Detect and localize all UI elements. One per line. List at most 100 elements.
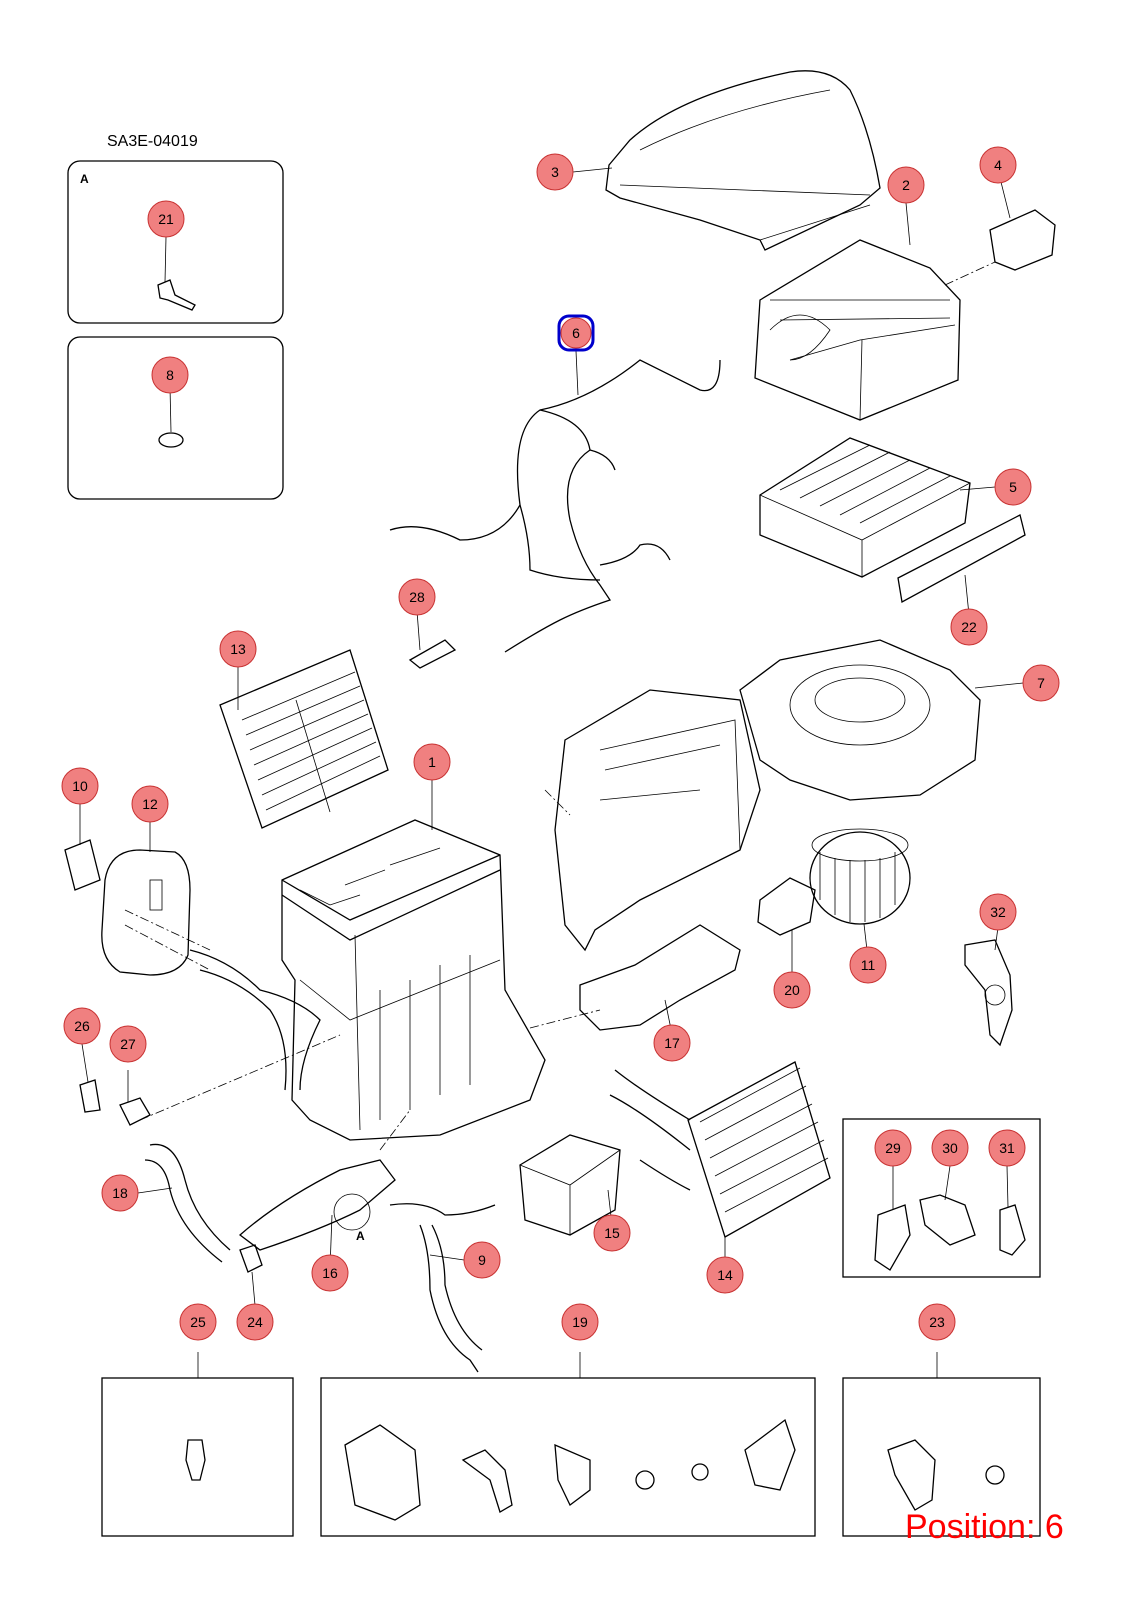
callout-label: 7 — [1037, 675, 1045, 691]
callout-label: 16 — [322, 1265, 338, 1281]
callout-24[interactable]: 24 — [236, 1303, 274, 1341]
callout-label: 29 — [885, 1140, 901, 1156]
callout-18[interactable]: 18 — [101, 1174, 139, 1212]
callout-12[interactable]: 12 — [131, 785, 169, 823]
callout-4[interactable]: 4 — [979, 146, 1017, 184]
callout-bubble — [536, 153, 574, 191]
callout-label: 19 — [572, 1314, 588, 1330]
gear-part — [635, 1470, 655, 1490]
callout-3[interactable]: 3 — [536, 153, 574, 191]
callout-label: 14 — [717, 1267, 733, 1283]
callout-label: 11 — [861, 957, 876, 973]
callout-19[interactable]: 19 — [561, 1303, 599, 1341]
callout-6[interactable]: 6 — [557, 314, 595, 352]
cam-part — [691, 1463, 709, 1481]
callout-label: 5 — [1009, 479, 1017, 495]
callout-label: 30 — [942, 1140, 958, 1156]
callout-14[interactable]: 14 — [706, 1256, 744, 1294]
callout-bubble — [179, 1303, 217, 1341]
mode-door-plate-part — [344, 1424, 421, 1521]
duct-part — [238, 1159, 396, 1251]
callout-label: 17 — [664, 1035, 680, 1051]
callout-31[interactable]: 31 — [988, 1129, 1026, 1167]
callout-label: 4 — [994, 157, 1002, 173]
callout-label: 23 — [929, 1314, 945, 1330]
callout-29[interactable]: 29 — [874, 1129, 912, 1167]
callout-8[interactable]: 8 — [151, 356, 189, 394]
callout-label: 28 — [409, 589, 425, 605]
callout-bubble — [887, 166, 925, 204]
callout-bubble — [979, 893, 1017, 931]
callout-9[interactable]: 9 — [463, 1241, 501, 1279]
callout-label: 20 — [784, 982, 800, 998]
callout-20[interactable]: 20 — [773, 971, 811, 1009]
callout-23[interactable]: 23 — [918, 1303, 956, 1341]
callout-32[interactable]: 32 — [979, 893, 1017, 931]
connector-part — [119, 1097, 151, 1126]
callout-bubble — [147, 200, 185, 238]
callout-27[interactable]: 27 — [109, 1025, 147, 1063]
callout-bubble — [988, 1129, 1026, 1167]
callout-17[interactable]: 17 — [653, 1024, 691, 1062]
callout-21[interactable]: 21 — [147, 200, 185, 238]
callout-2[interactable]: 2 — [887, 166, 925, 204]
callout-bubble — [236, 1303, 274, 1341]
bracket-part — [964, 939, 1013, 1047]
callout-label: 32 — [990, 904, 1006, 920]
heater-case-left-part — [281, 819, 546, 1141]
callout-bubble — [131, 785, 169, 823]
blower-case-part — [739, 639, 981, 801]
callout-bubble — [560, 317, 592, 349]
inset-boxes — [67, 160, 1041, 1537]
position-readout: Position: 6 — [905, 1508, 1064, 1546]
callout-28[interactable]: 28 — [398, 578, 436, 616]
callout-detail-a: A — [356, 1229, 365, 1243]
valve-inset-part — [185, 1439, 206, 1481]
callout-13[interactable]: 13 — [219, 630, 257, 668]
callout-bubble — [979, 146, 1017, 184]
callout-7[interactable]: 7 — [1022, 664, 1060, 702]
inset-box-19 — [320, 1377, 816, 1537]
callout-bubble — [109, 1025, 147, 1063]
callout-bubble — [593, 1214, 631, 1252]
callout-bubble — [918, 1303, 956, 1341]
callout-25[interactable]: 25 — [179, 1303, 217, 1341]
callout-label: 15 — [604, 1225, 620, 1241]
callout-label: 24 — [247, 1314, 263, 1330]
callout-bubble — [931, 1129, 969, 1167]
resistor-part — [757, 877, 816, 936]
callout-16[interactable]: 16 — [311, 1254, 349, 1292]
sensor-inset-part — [157, 279, 196, 311]
callout-bubble — [950, 608, 988, 646]
callout-22[interactable]: 22 — [950, 608, 988, 646]
callout-bubble — [219, 630, 257, 668]
blower-upper-part — [754, 239, 961, 421]
callout-1[interactable]: 1 — [413, 743, 451, 781]
callout-10[interactable]: 10 — [61, 767, 99, 805]
callout-label: 21 — [158, 211, 174, 227]
grille-part — [219, 649, 389, 829]
callout-30[interactable]: 30 — [931, 1129, 969, 1167]
evaporator-part — [687, 1061, 831, 1238]
callout-11[interactable]: 11 — [849, 946, 887, 984]
callout-5[interactable]: 5 — [994, 468, 1032, 506]
callout-bubble — [63, 1007, 101, 1045]
callout-label: 8 — [166, 367, 174, 383]
filter-cover-part — [897, 514, 1026, 604]
callout-15[interactable]: 15 — [593, 1214, 631, 1252]
clip-29-part — [874, 1204, 911, 1271]
wiring-harness-part — [389, 359, 721, 541]
callout-bubble — [311, 1254, 349, 1292]
callout-bubble — [413, 743, 451, 781]
drain-hose-part — [149, 1143, 231, 1251]
pipe-part — [189, 949, 321, 1091]
lever-part — [461, 1449, 513, 1513]
inset-label: A — [80, 172, 89, 186]
callout-bubble — [61, 767, 99, 805]
actuator-part — [989, 209, 1056, 271]
callout-label: 18 — [112, 1185, 128, 1201]
callout-label: 27 — [120, 1036, 136, 1052]
callout-26[interactable]: 26 — [63, 1007, 101, 1045]
clip-31-part — [999, 1204, 1026, 1256]
